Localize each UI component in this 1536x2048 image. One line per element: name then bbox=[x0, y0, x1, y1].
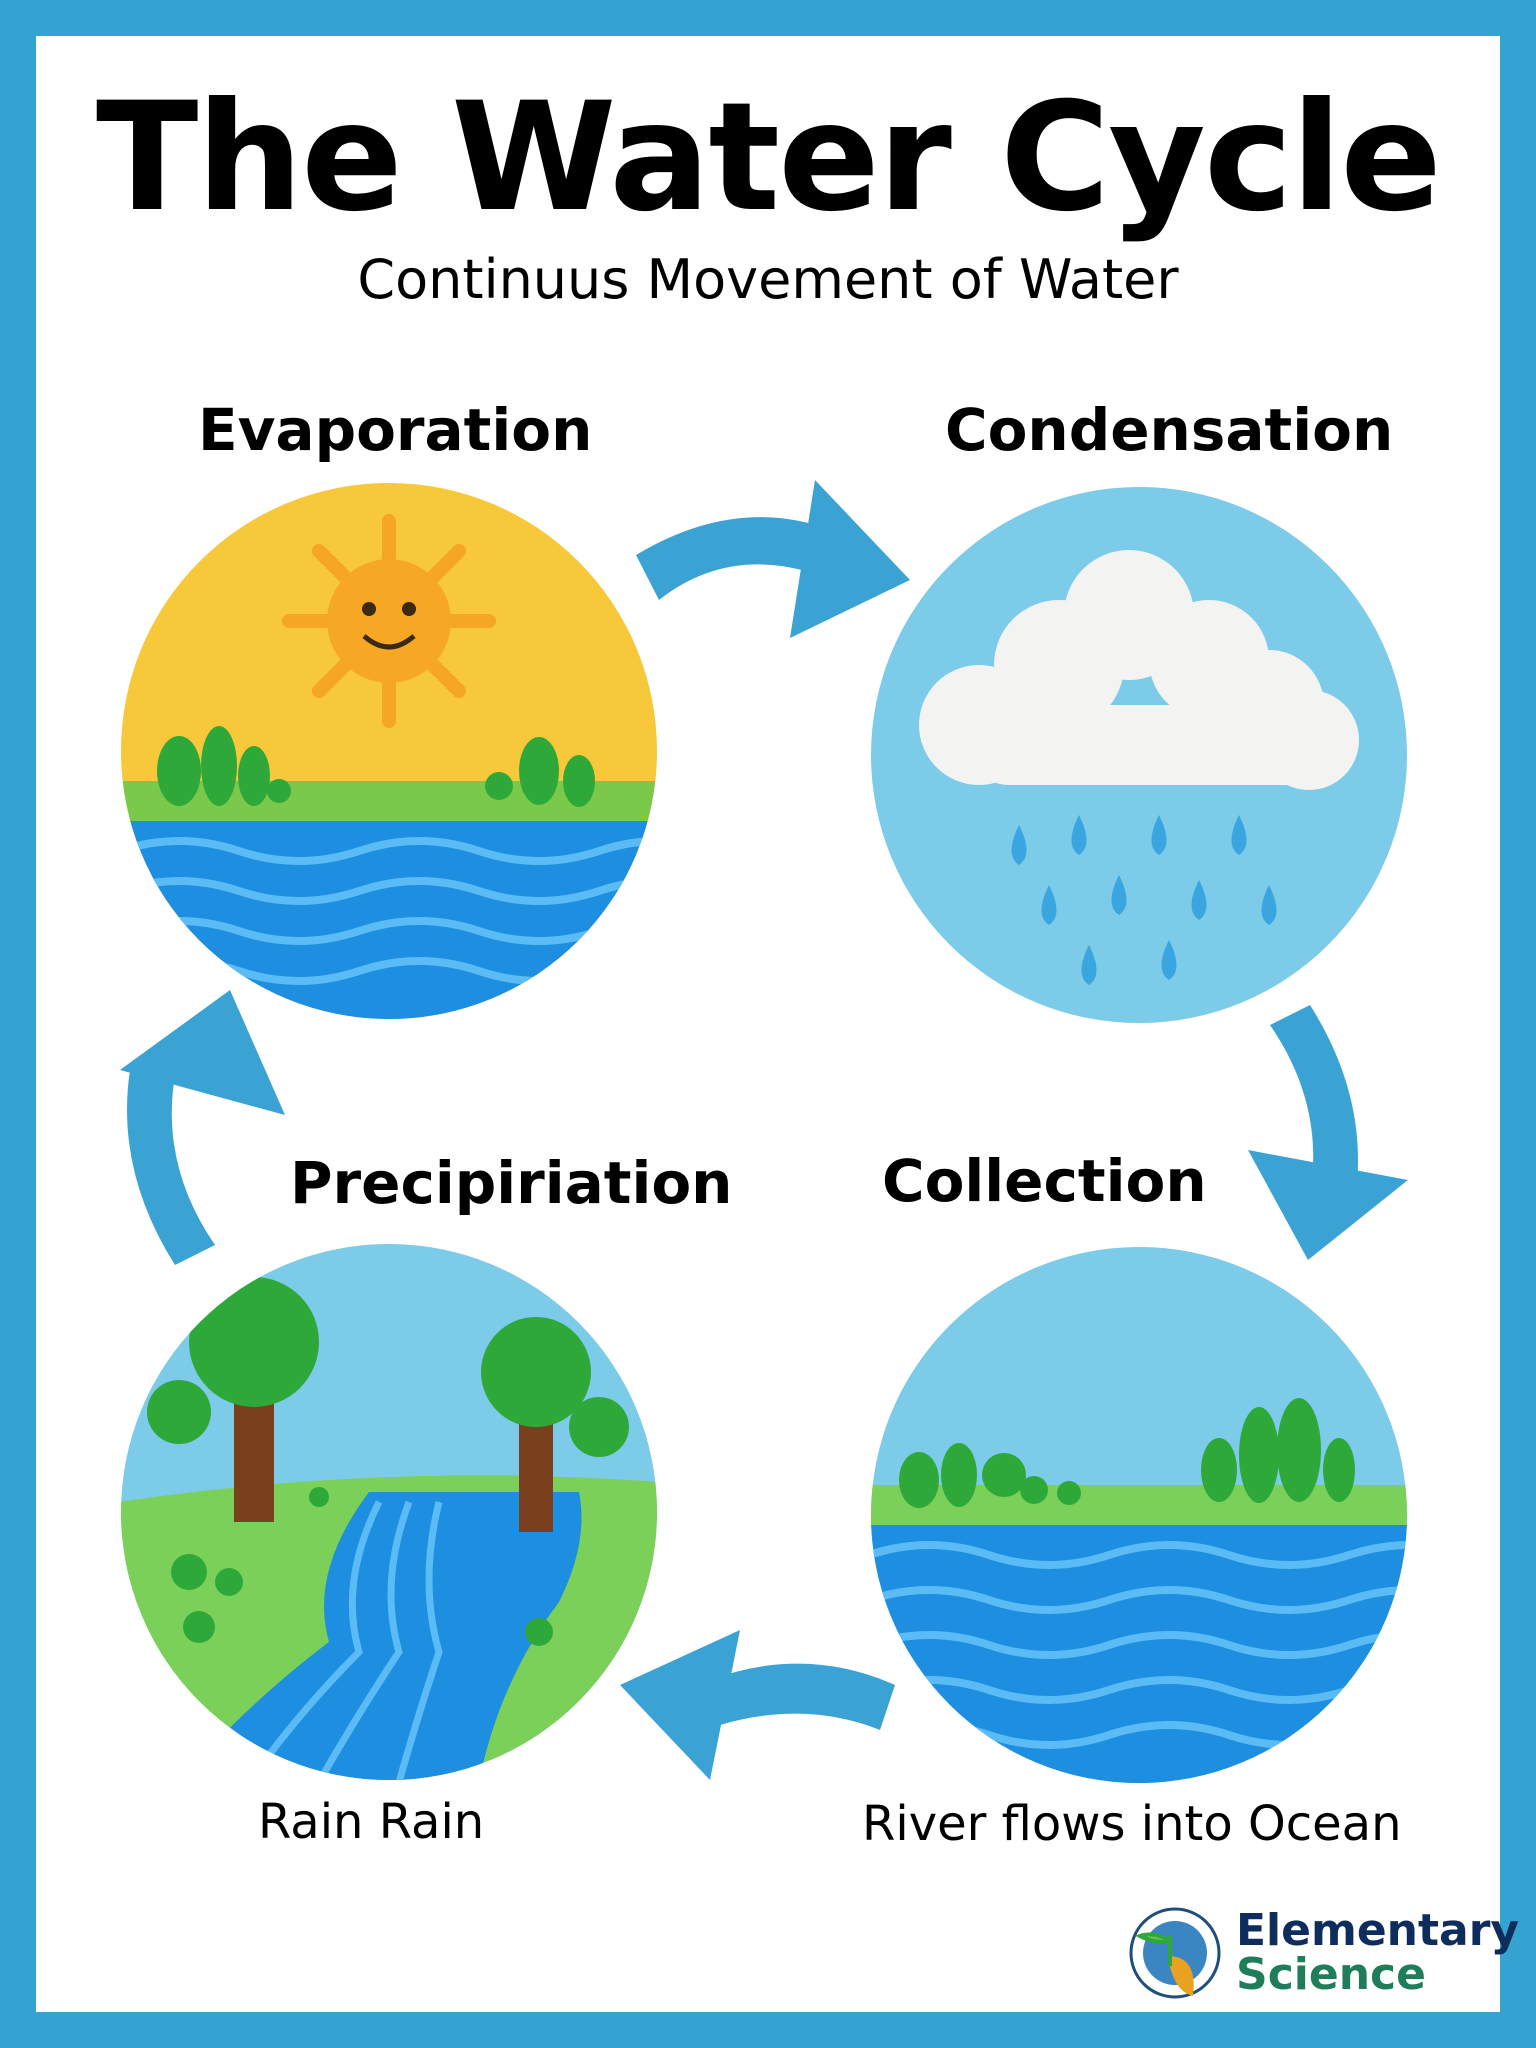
arrow-evaporation-to-condensation-icon bbox=[636, 480, 910, 638]
arrow-collection-to-precipitation-icon bbox=[620, 1630, 895, 1780]
condensation-illustration bbox=[871, 487, 1407, 1023]
stage-label-collection: Collection bbox=[882, 1147, 1207, 1215]
stage-label-evaporation: Evaporation bbox=[198, 396, 593, 464]
raindrops-icon bbox=[1011, 815, 1277, 985]
logo-text-science: Science bbox=[1236, 1949, 1426, 2000]
page-title: The Water Cycle bbox=[96, 71, 1442, 245]
caption-collection: River flows into Ocean bbox=[862, 1796, 1402, 1852]
collection-illustration bbox=[871, 1247, 1407, 1783]
precipitation-illustration bbox=[121, 1244, 657, 1780]
tree-icon bbox=[481, 1317, 629, 1532]
stage-label-precipitation: Precipiriation bbox=[290, 1149, 733, 1217]
caption-precipitation: Rain Rain bbox=[258, 1794, 485, 1850]
arrow-condensation-to-collection-icon bbox=[1248, 1005, 1408, 1260]
stage-label-condensation: Condensation bbox=[945, 396, 1394, 464]
evaporation-illustration bbox=[121, 483, 657, 1019]
cloud-icon bbox=[919, 550, 1359, 790]
tree-icon bbox=[147, 1277, 319, 1522]
arrow-precipitation-to-evaporation-icon bbox=[120, 990, 285, 1265]
elementary-science-logo-emblem bbox=[1128, 1906, 1223, 2001]
logo-text-elementary: Elementary bbox=[1236, 1905, 1520, 1956]
page-subtitle: Continuus Movement of Water bbox=[357, 248, 1179, 311]
sun-icon bbox=[282, 514, 496, 728]
